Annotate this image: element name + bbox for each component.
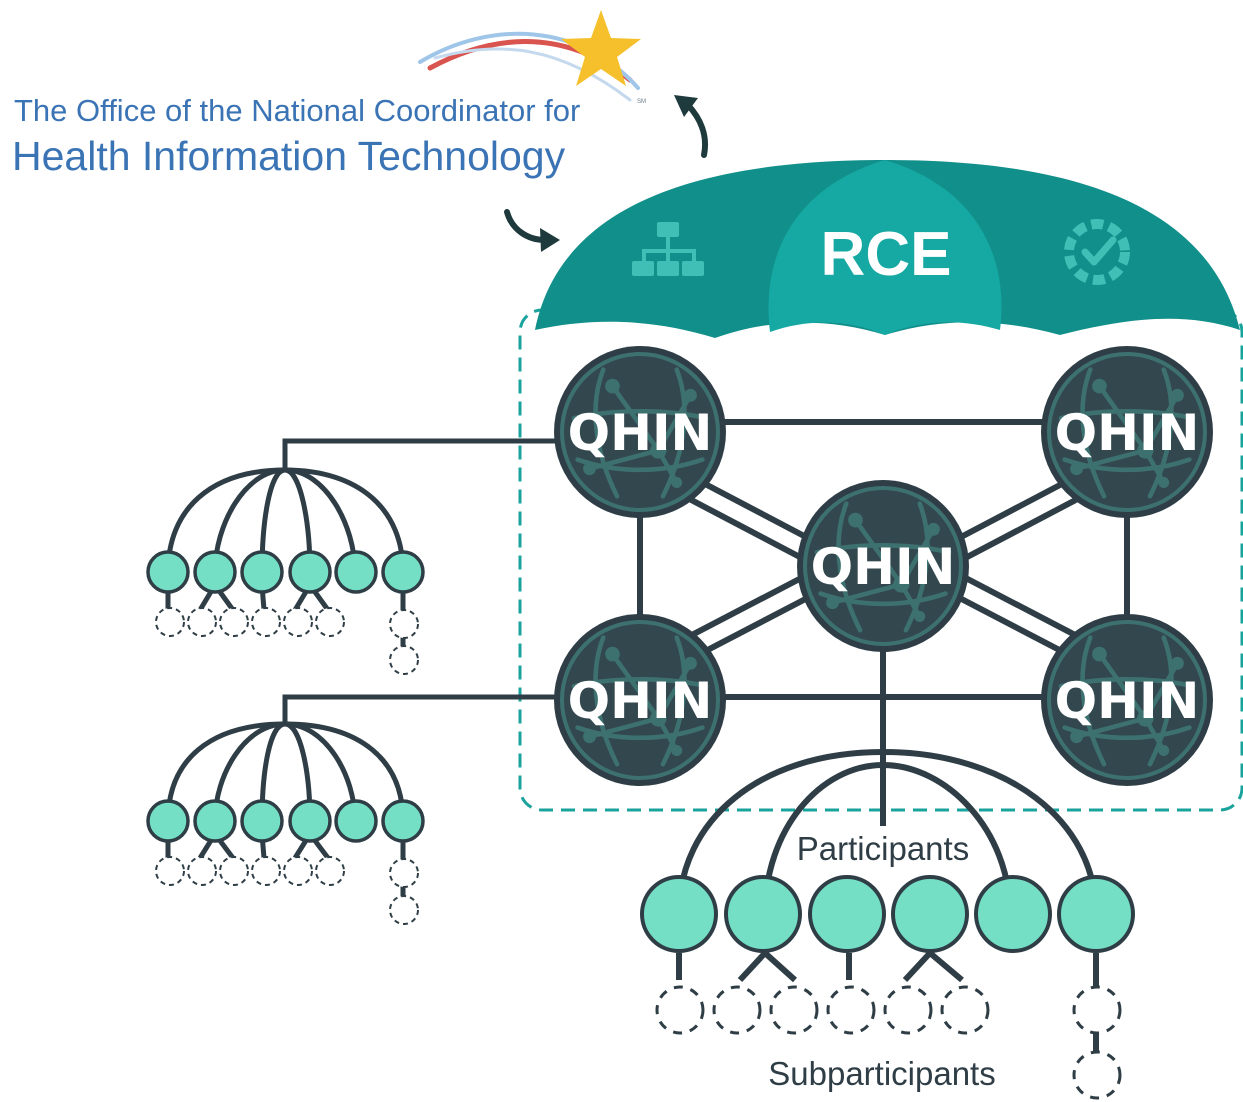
gear-check-icon xyxy=(1064,219,1130,285)
flow-arrow-down xyxy=(504,209,560,252)
onc-logo: SM The Office of the National Coordinato… xyxy=(12,10,646,179)
qhin-hub-bottom-left: QHIN xyxy=(554,614,726,786)
logo-line-2: Health Information Technology xyxy=(12,133,566,179)
logo-swoosh-blue-2 xyxy=(433,47,632,102)
qhin-label: QHIN xyxy=(568,672,713,730)
logo-line-1: The Office of the National Coordinator f… xyxy=(14,93,580,128)
qhin-label: QHIN xyxy=(1055,404,1200,462)
qhin-hub-top-right: QHIN xyxy=(1041,346,1213,518)
flow-arrow-up xyxy=(674,95,708,158)
subparticipant-nodes-bottom-center xyxy=(655,985,1122,1100)
qhin-hub-center: QHIN xyxy=(797,480,969,652)
qhin-label: QHIN xyxy=(568,404,713,462)
star-icon xyxy=(561,10,641,86)
qhin-label: QHIN xyxy=(1055,672,1200,730)
subparticipant-nodes-top-left xyxy=(155,607,419,675)
org-chart-icon xyxy=(632,222,704,276)
participant-nodes-bottom-center xyxy=(640,875,1135,953)
rce-umbrella: RCE xyxy=(535,160,1240,338)
participants-label: Participants xyxy=(797,830,969,867)
subparticipants-label: Subparticipants xyxy=(768,1055,995,1092)
subparticipant-nodes-bottom-left xyxy=(155,856,419,925)
qhin-label: QHIN xyxy=(811,538,956,596)
logo-service-mark: SM xyxy=(637,99,646,105)
participant-nodes-bottom-left xyxy=(146,799,425,843)
qhin-hub-bottom-right: QHIN xyxy=(1041,614,1213,786)
participant-nodes-top-left xyxy=(146,550,425,594)
qhin-hub-top-left: QHIN xyxy=(554,346,726,518)
rce-label: RCE xyxy=(821,220,952,289)
